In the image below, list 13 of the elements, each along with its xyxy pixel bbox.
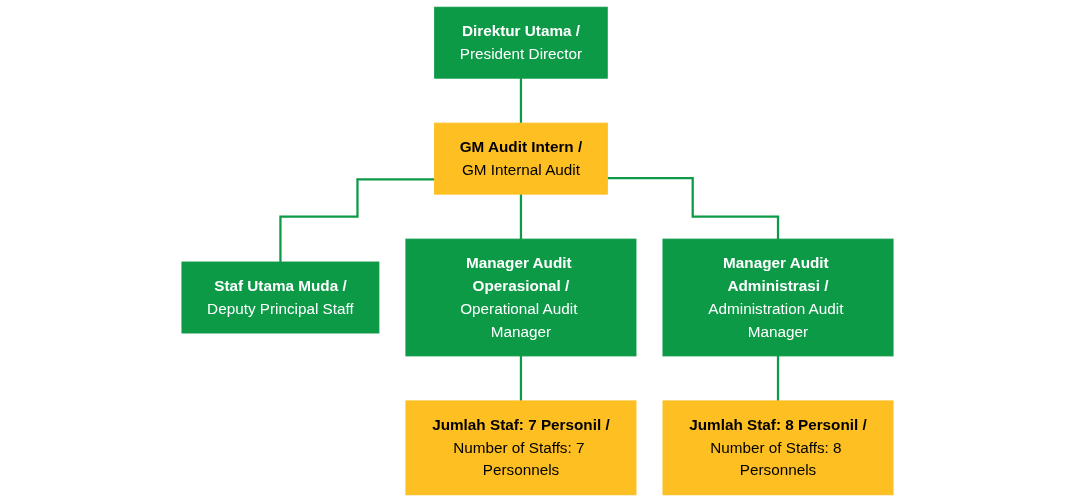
node-box: GM Audit Intern / GM Internal Audit <box>434 122 608 195</box>
node-box: Jumlah Staf: 8 Personil / Number of Staffs: 8 Personnels <box>662 400 894 496</box>
connector <box>279 178 435 264</box>
node-box: Manager Audit Operasional / Operational Audit Manager <box>405 238 637 357</box>
node-box: Direktur Utama / President Director <box>434 6 608 79</box>
connector <box>519 354 523 402</box>
connector <box>607 177 780 241</box>
connector <box>519 77 523 125</box>
node-box: Jumlah Staf: 7 Personil / Number of Staffs: 7 Personnels <box>405 400 637 496</box>
connector <box>519 193 523 241</box>
node-box: Staf Utama Muda / Deputy Principal Staff <box>181 261 380 334</box>
connector <box>776 354 780 402</box>
node-box: Manager Audit Administrasi / Administration Audit Manager <box>662 238 894 357</box>
